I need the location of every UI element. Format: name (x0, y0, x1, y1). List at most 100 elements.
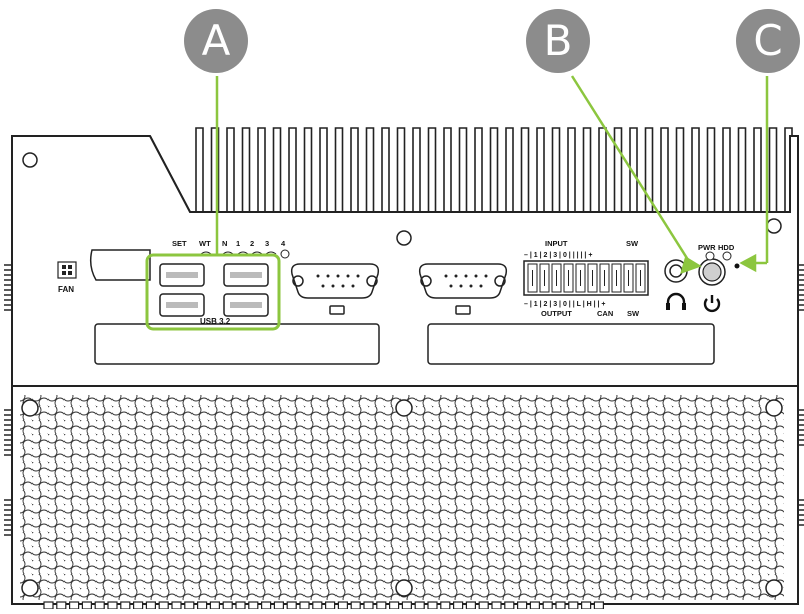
terminal-sw-top-label: SW (626, 239, 639, 248)
heatsink-fin (396, 127, 406, 212)
foot-notch (504, 601, 515, 610)
headphone-icon (666, 292, 686, 310)
foot-notch (516, 601, 528, 610)
heatsink-fin (644, 127, 654, 212)
led-label-n: N (222, 239, 227, 248)
foot-notch (363, 601, 374, 610)
heatsink-fin (288, 127, 297, 212)
foot-notch (261, 601, 272, 610)
terminal-top-pins: – | 1 | 2 | 3 | 0 | | | | | + (524, 252, 592, 259)
foot-notch (81, 601, 93, 610)
foot-notch (401, 601, 412, 610)
foot-notch (465, 601, 476, 610)
foot-notch (120, 601, 131, 610)
expansion-slot-left (94, 323, 380, 365)
hdd-label: HDD (718, 243, 735, 252)
heatsink-fin (598, 127, 607, 212)
heatsink-fin (660, 127, 669, 212)
foot-notch (158, 601, 169, 610)
heatsink-fin (319, 127, 328, 212)
blank-plate (89, 249, 151, 281)
heatsink-fin (474, 127, 483, 212)
heatsink-fin (675, 127, 685, 212)
foot-notch (491, 601, 502, 610)
led-label-4: 4 (281, 239, 286, 248)
foot-notch (209, 601, 220, 610)
heatsink-fin (334, 127, 344, 212)
foot-notch (414, 601, 425, 610)
callout-b: B (526, 9, 590, 73)
callout-leaders (215, 75, 769, 274)
foot-notch (350, 601, 361, 610)
heatsink-fin (737, 127, 747, 212)
pwr-led (705, 251, 715, 261)
foot-notch (235, 601, 246, 610)
pwr-label: PWR (698, 243, 716, 252)
foot-notch (440, 601, 451, 610)
heatsink-fin (489, 127, 499, 212)
foot-notch (312, 601, 323, 610)
heatsink-fin (768, 127, 778, 212)
expansion-slot-right (427, 323, 715, 365)
foot-notch (286, 601, 297, 610)
heatsink-fin (303, 127, 313, 212)
heatsink-fin (350, 127, 359, 212)
foot-notch (273, 601, 284, 610)
audio-jack (664, 259, 688, 283)
foot-notch (427, 601, 438, 610)
foot-notch (593, 601, 605, 610)
heatsink-fin (722, 127, 731, 212)
heatsink-fin (520, 127, 530, 212)
fan-label: FAN (58, 285, 74, 294)
foot-notch (107, 601, 118, 610)
power-button[interactable] (698, 258, 726, 286)
fin-row (195, 127, 793, 212)
foot-notch (56, 601, 67, 610)
foot-notch (376, 601, 387, 610)
led-label-wt: WT (199, 239, 211, 248)
heatsink-fin (427, 127, 437, 212)
foot-notch (529, 601, 541, 610)
foot-notch (453, 601, 464, 610)
heatsink-fin (613, 127, 623, 212)
foot-notch (94, 601, 105, 610)
foot-notch (478, 601, 489, 610)
foot-notch (222, 601, 233, 610)
terminal-output-label: OUTPUT (541, 309, 572, 318)
bottom-feet (43, 601, 605, 610)
left-serration (4, 264, 12, 536)
heatsink-fin (551, 127, 561, 212)
heatsink-fin (272, 127, 282, 212)
heatsink-fin (443, 127, 452, 212)
foot-notch (197, 601, 208, 610)
heatsink-fin (381, 127, 390, 212)
led-label-1: 1 (236, 239, 240, 248)
reset-pinhole (734, 263, 740, 269)
led-label-2: 2 (250, 239, 254, 248)
heatsink-fin (241, 127, 251, 212)
com-port-1 (290, 263, 380, 315)
heatsink-fin (257, 127, 266, 212)
heatsink-fin (412, 127, 421, 212)
foot-notch (568, 601, 579, 610)
callout-c: C (736, 9, 800, 73)
foot-notch (555, 601, 566, 610)
usb-ports: USB 3.2 (145, 253, 281, 331)
foot-notch (171, 601, 182, 610)
heatsink-fin (505, 127, 514, 212)
power-icon (703, 295, 721, 313)
status-led-labels: SET WT N 1 2 3 4 (172, 239, 286, 248)
heatsink-fin (365, 127, 375, 212)
terminal-block: INPUT SW – | 1 | 2 | 3 | 0 | | | | | + –… (523, 239, 649, 318)
foot-notch (43, 601, 54, 610)
heatsink-fin (567, 127, 576, 212)
foot-notch (299, 601, 310, 610)
foot-notch (145, 601, 156, 610)
terminal-bottom-pins: – | 1 | 2 | 3 | 0 | | L | H | | + (524, 301, 606, 308)
heatsink-fin (458, 127, 468, 212)
right-serration (798, 264, 804, 526)
heatsink-fin (691, 127, 700, 212)
terminal-can-label: CAN (597, 309, 613, 318)
foot-notch (248, 601, 259, 610)
